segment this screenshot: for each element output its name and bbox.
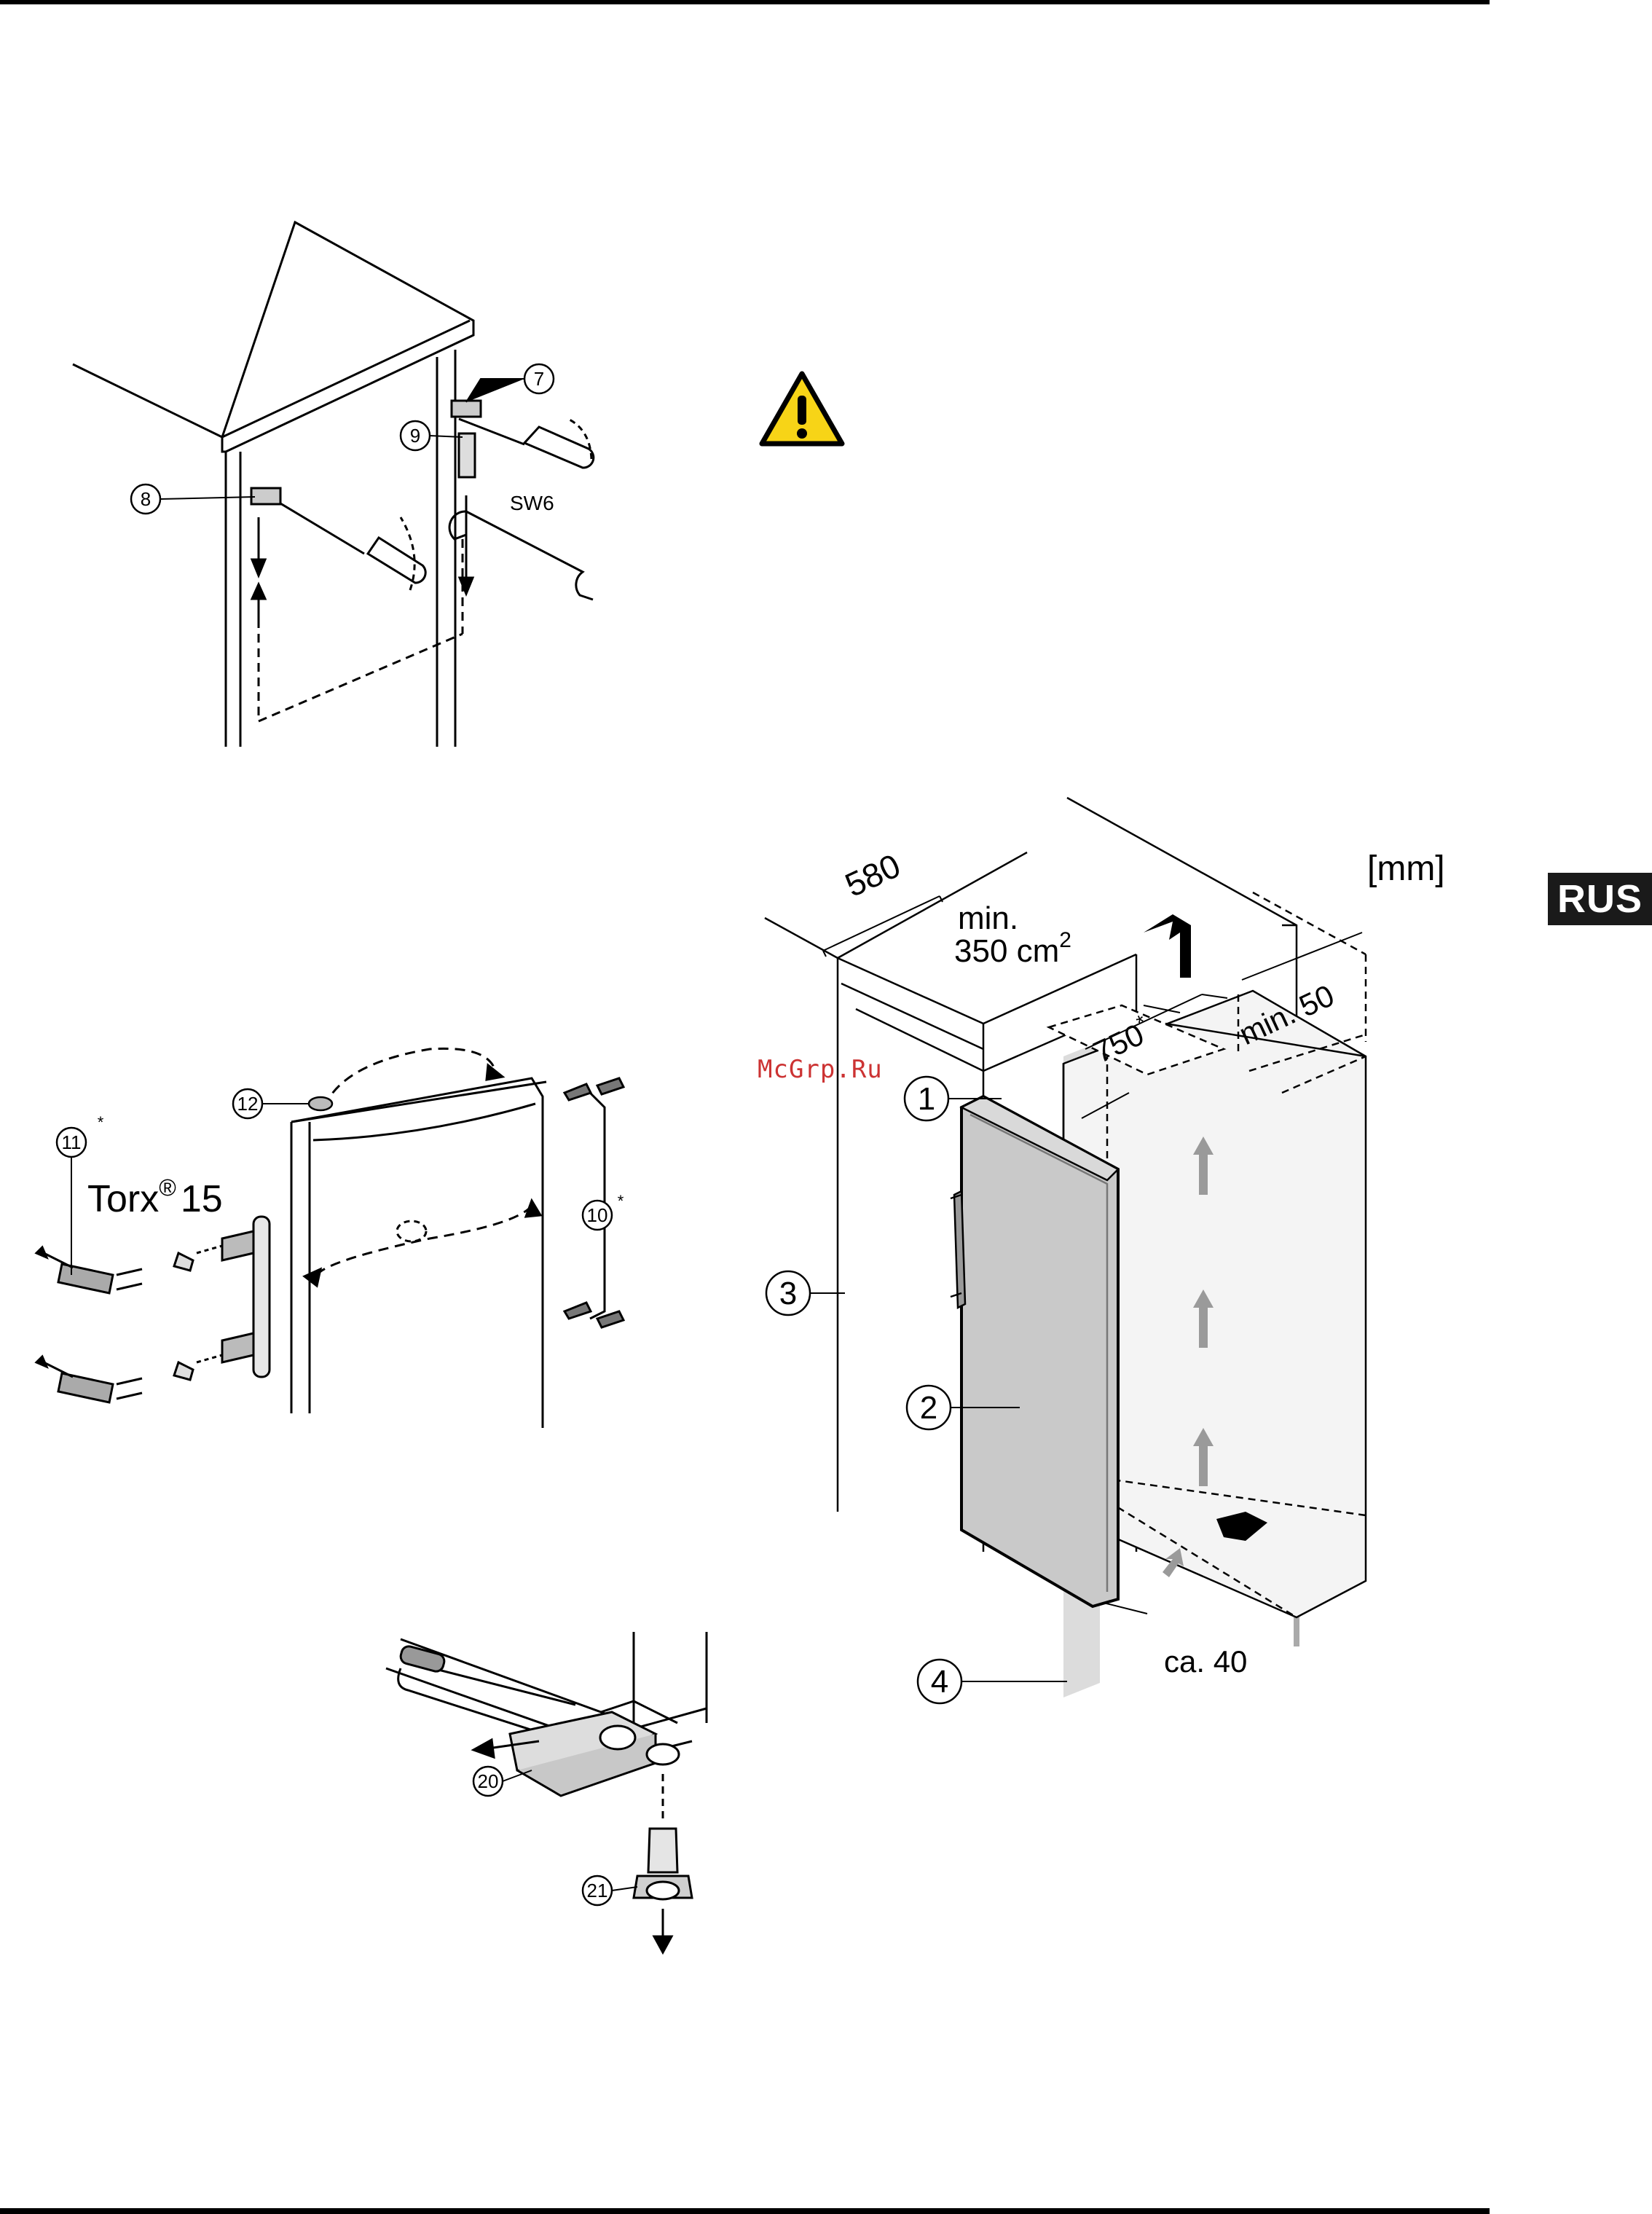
bottom-rule xyxy=(0,2208,1490,2214)
callout-4: 4 xyxy=(931,1664,948,1700)
vent-min-label: min. xyxy=(958,900,1018,936)
callout-10-asterisk: * xyxy=(618,1192,624,1210)
torx-label-group: Torx®15 xyxy=(87,1174,223,1220)
top-rule xyxy=(0,0,1490,4)
warning-top-rule xyxy=(761,363,1488,366)
callout-1: 1 xyxy=(918,1081,935,1117)
callout-11-asterisk: * xyxy=(98,1113,104,1131)
callout-9: 9 xyxy=(410,425,420,447)
callout-2: 2 xyxy=(920,1390,937,1426)
unit-label: [mm] xyxy=(1367,849,1445,888)
callout-11: 11 xyxy=(62,1131,82,1153)
figure-installation: [mm] 580 min. 350 cm2 750* min. 50 ca. 4… xyxy=(743,787,1471,1705)
figure-top-hinges: 7 8 9 SW6 xyxy=(58,211,612,765)
callout-21: 21 xyxy=(587,1880,608,1901)
vent-area-label: 350 cm2 xyxy=(954,928,1071,969)
language-badge: RUS xyxy=(1548,873,1652,925)
dim-ca-40: ca. 40 xyxy=(1164,1644,1247,1679)
figure-bottom-hinge: 20 21 xyxy=(386,1625,736,2018)
warning-bottom-rule xyxy=(761,692,1488,695)
figure-handle: 12 11 * 10 * Torx®15 xyxy=(22,1035,648,1428)
torx-superscript: ® xyxy=(159,1174,176,1201)
torx-number: 15 xyxy=(181,1178,223,1220)
callout-20: 20 xyxy=(478,1770,499,1792)
callout-8: 8 xyxy=(141,488,151,510)
watermark: McGrp.Ru xyxy=(758,1055,883,1084)
callout-7: 7 xyxy=(534,368,544,390)
callout-10: 10 xyxy=(587,1204,608,1226)
dim-depth-580: 580 xyxy=(839,846,906,904)
torx-label: Torx xyxy=(87,1178,159,1220)
callout-3: 3 xyxy=(779,1276,797,1311)
callout-12: 12 xyxy=(237,1093,259,1115)
wrench-size-label: SW6 xyxy=(510,492,554,514)
warning-triangle-icon xyxy=(758,369,846,450)
